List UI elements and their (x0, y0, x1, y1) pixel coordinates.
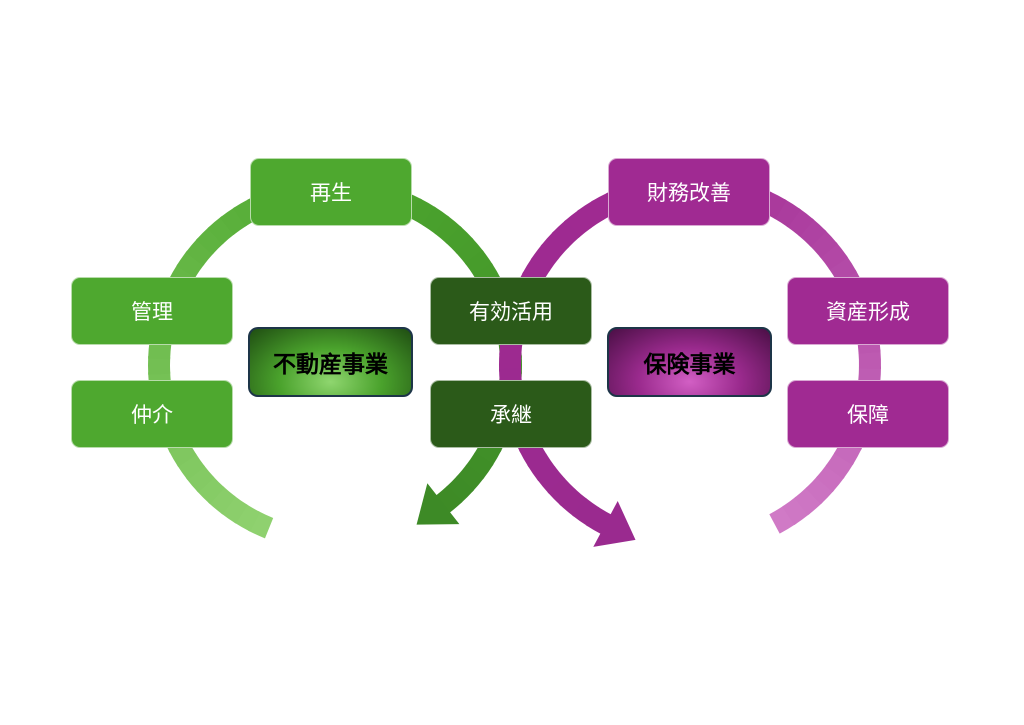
ring-segment (455, 237, 484, 266)
ring-segment (176, 452, 206, 481)
ring-segment (445, 226, 474, 255)
ring-segment (527, 453, 556, 482)
node-kanri: 管理 (71, 277, 233, 345)
center-label: 保険事業 (643, 351, 736, 378)
ring-segment (786, 207, 815, 237)
ring-segment (176, 250, 205, 278)
ring-segment (819, 241, 848, 270)
ring-segment (196, 226, 225, 255)
ring-segment (585, 506, 613, 535)
ring-segment (858, 349, 881, 369)
node-hosho: 保障 (787, 380, 949, 448)
node-chukai: 仲介 (71, 380, 233, 448)
ring-segment (572, 497, 600, 527)
ring-segment (247, 510, 274, 539)
ring-segment (773, 198, 801, 228)
ring-segment (220, 495, 248, 524)
ring-segment (186, 464, 215, 493)
node-saisei: 再生 (250, 158, 412, 226)
ring-segment (828, 255, 857, 283)
ring-segment (464, 249, 494, 278)
ring-segment (559, 488, 588, 517)
ring-segment (782, 496, 810, 526)
ring-segment (577, 200, 605, 229)
ring-segment (530, 243, 560, 272)
ring-segment (794, 486, 823, 516)
node-shisan-keisei: 資産形成 (787, 277, 949, 345)
ring-segment (196, 475, 225, 504)
ring-segment (563, 209, 593, 239)
ring-segment (185, 238, 214, 266)
ring-segment (208, 486, 236, 515)
ring-segment (219, 206, 248, 236)
ring-segment (825, 451, 854, 480)
node-shokei: 承継 (430, 380, 592, 448)
node-label: 有効活用 (469, 300, 553, 324)
node-label: 仲介 (131, 403, 173, 427)
arrowhead (593, 500, 636, 547)
ring-segment (445, 475, 474, 504)
ring-segment (540, 231, 570, 260)
ring-segment (207, 216, 236, 245)
ring-segment (233, 503, 261, 532)
ring-segment (465, 452, 494, 480)
ring-segment (456, 464, 485, 492)
ring-segment (547, 477, 577, 506)
node-label: 管理 (131, 300, 173, 324)
ring-segment (769, 505, 797, 534)
ring-segment (409, 198, 437, 227)
ring-segment (536, 465, 566, 495)
ring-segment (805, 475, 835, 505)
node-label: 承継 (490, 403, 532, 427)
node-label: 財務改善 (647, 181, 731, 205)
center-label: 不動産事業 (273, 351, 388, 378)
node-label: 保障 (847, 403, 889, 427)
ring-segment (551, 219, 581, 249)
node-label: 資産形成 (826, 300, 910, 324)
ring-segment (798, 218, 827, 247)
ring-segment (422, 206, 450, 235)
insurance-center: 保険事業 (607, 327, 772, 397)
ring-segment (434, 215, 462, 244)
real-estate-center: 不動産事業 (248, 327, 413, 397)
node-label: 再生 (310, 181, 352, 205)
node-zaimu-kaizen: 財務改善 (608, 158, 770, 226)
arrowhead (416, 483, 460, 525)
ring-segment (434, 485, 463, 514)
ring-segment (809, 229, 838, 258)
node-yuko-katsuyo: 有効活用 (430, 277, 592, 345)
ring-segment (816, 464, 845, 493)
